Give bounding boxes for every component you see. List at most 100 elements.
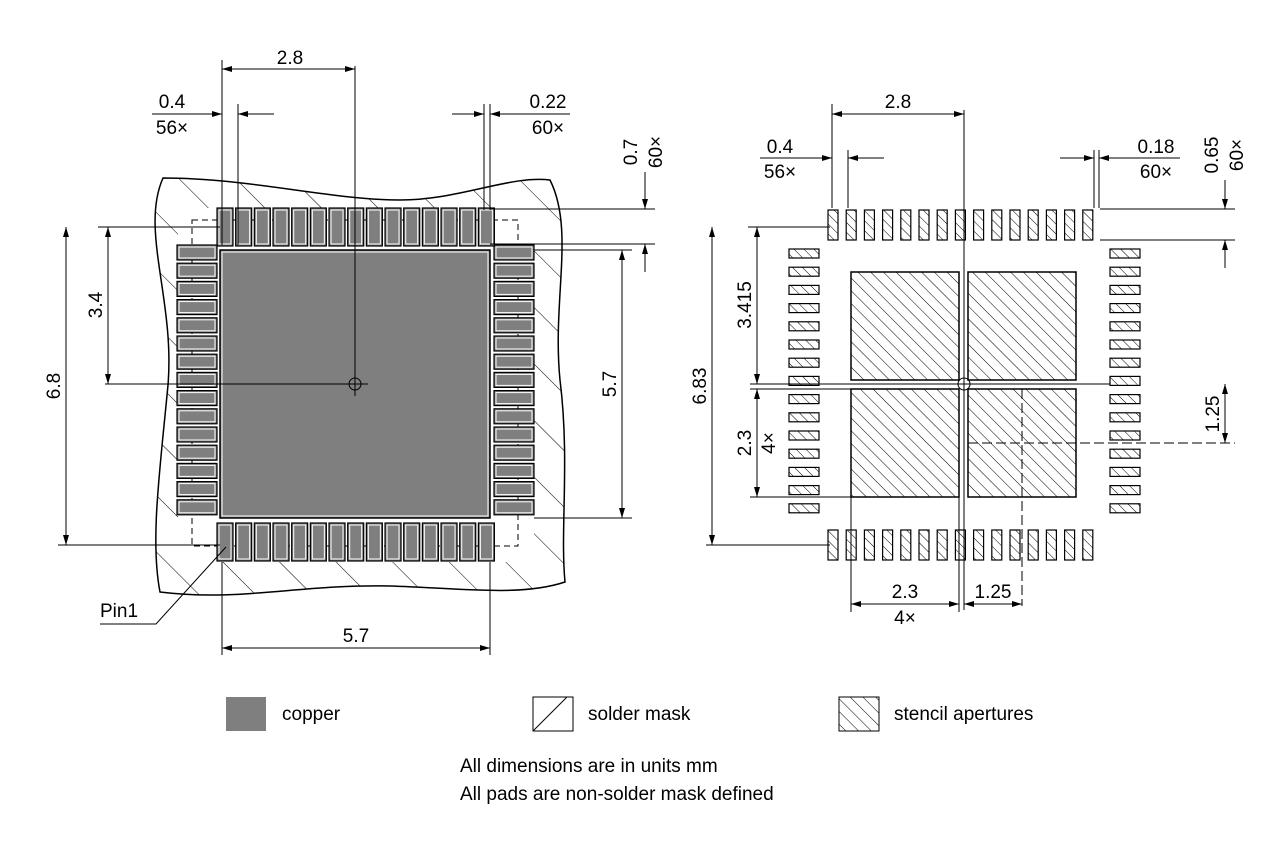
stencil-pad-left: [788, 284, 820, 295]
stencil-pad-right: [1109, 375, 1141, 386]
pad-right: [493, 444, 535, 461]
stencil-pad-top: [827, 209, 839, 241]
pad-left: [176, 444, 218, 461]
pad-left: [176, 499, 218, 516]
pad-bottom-inner: [293, 524, 307, 560]
stencil-pad-bottom: [881, 529, 894, 561]
stencil-pad-left: [788, 321, 820, 332]
pad-bottom-inner: [255, 524, 269, 560]
legend: copper solder mask stencil apertures: [226, 696, 1033, 732]
pin1-leader: [100, 546, 227, 625]
pad-right-inner: [495, 410, 533, 423]
stencil-pad-bottom: [918, 529, 930, 561]
dim-pitch-top: 2.8: [885, 92, 911, 113]
stencil-pad-left: [788, 394, 820, 405]
pad-top: [421, 207, 439, 247]
pad-right: [493, 280, 535, 297]
pad-bottom: [272, 522, 290, 562]
stencil-pad-left: [788, 357, 820, 368]
pad-top: [253, 207, 271, 247]
stencil-aperture-top-left: [850, 271, 960, 381]
stencil-pad-bottom: [1063, 529, 1076, 561]
pad-right-inner: [495, 392, 533, 405]
pad-top-inner: [386, 209, 400, 245]
stencil-pad-right: [1109, 248, 1141, 259]
pad-left: [176, 244, 218, 261]
pad-bottom-inner: [367, 524, 381, 560]
stencil-pad-right: [1109, 321, 1141, 332]
legend-swatch-solder-mask: [532, 696, 574, 732]
pad-right-inner: [495, 282, 533, 295]
pad-top-inner: [442, 209, 456, 245]
pad-right-inner: [495, 355, 533, 368]
stencil-pad-left: [788, 430, 820, 441]
dim-aperture-offset-v: 1.25: [1203, 396, 1224, 433]
stencil-pad-right: [1109, 303, 1141, 314]
dim-mask-gap-count: 60×: [532, 118, 564, 139]
pad-bottom: [421, 522, 439, 562]
stencil-aperture-bottom-left: [850, 388, 960, 498]
dim-full-height: 6.8: [44, 373, 65, 399]
stencil-pad-left: [788, 503, 820, 514]
pad-bottom: [403, 522, 421, 562]
dim-aperture-gap-count: 60×: [1140, 162, 1172, 183]
stencil-pad-top: [972, 209, 985, 241]
dim-pitch-top: 2.8: [277, 48, 303, 69]
pad-right-inner: [495, 483, 533, 496]
stencil-pad-top: [1027, 209, 1039, 241]
pad-bottom: [328, 522, 346, 562]
pad-left-inner: [178, 428, 216, 441]
pad-left-inner: [178, 392, 216, 405]
stencil-pad-right: [1109, 284, 1141, 295]
pad-top-inner: [405, 209, 419, 245]
pad-bottom-inner: [349, 524, 363, 560]
stencil-pad-top: [954, 209, 967, 241]
pad-bottom-inner: [330, 524, 344, 560]
center-mark: [957, 377, 971, 391]
pad-bottom: [253, 522, 271, 562]
stencil-pad-top: [936, 209, 948, 241]
legend-swatch-copper: [226, 697, 266, 731]
pad-top-inner: [274, 209, 288, 245]
stencil-pad-top: [918, 209, 930, 241]
dim-aperture-offset-h: 1.25: [975, 582, 1012, 603]
stencil-pad-bottom: [991, 529, 1003, 561]
pad-left: [176, 280, 218, 297]
pad-right: [493, 317, 535, 334]
pad-bottom: [291, 522, 309, 562]
pad-left-inner: [178, 483, 216, 496]
stencil-pad-bottom: [972, 529, 985, 561]
pad-top: [309, 207, 327, 247]
dim-ep-height: 5.7: [600, 371, 621, 397]
pad-top-inner: [330, 209, 344, 245]
pad-right: [493, 371, 535, 388]
pad-top: [403, 207, 421, 247]
stencil-pad-top: [900, 209, 912, 241]
stencil-pad-right: [1109, 266, 1141, 277]
pad-right: [493, 408, 535, 425]
dim-aperture-size-v: 2.3: [735, 430, 756, 456]
stencil-pad-top: [881, 209, 894, 241]
pad-bottom: [440, 522, 458, 562]
pad-bottom-inner: [442, 524, 456, 560]
pad-left: [176, 426, 218, 443]
pad-left-inner: [178, 246, 216, 259]
pad-top-inner: [461, 209, 475, 245]
pad-right-inner: [495, 319, 533, 332]
pad-left-inner: [178, 464, 216, 477]
dim-aperture-size-v-count: 4×: [759, 432, 780, 454]
legend-label-solder-mask: solder mask: [588, 704, 691, 725]
pin1-label: Pin1: [100, 601, 138, 622]
dim-aperture-gap: 0.18: [1138, 137, 1175, 158]
pad-top: [384, 207, 402, 247]
pad-top-inner: [349, 209, 363, 245]
pad-right: [493, 426, 535, 443]
stencil-pad-right: [1109, 503, 1141, 514]
pad-left-inner: [178, 264, 216, 277]
pad-right: [493, 499, 535, 516]
pad-right: [493, 390, 535, 407]
dim-full-height: 6.83: [690, 368, 711, 405]
dim-mask-gap: 0.22: [530, 92, 567, 113]
stencil-pad-left: [788, 375, 820, 386]
